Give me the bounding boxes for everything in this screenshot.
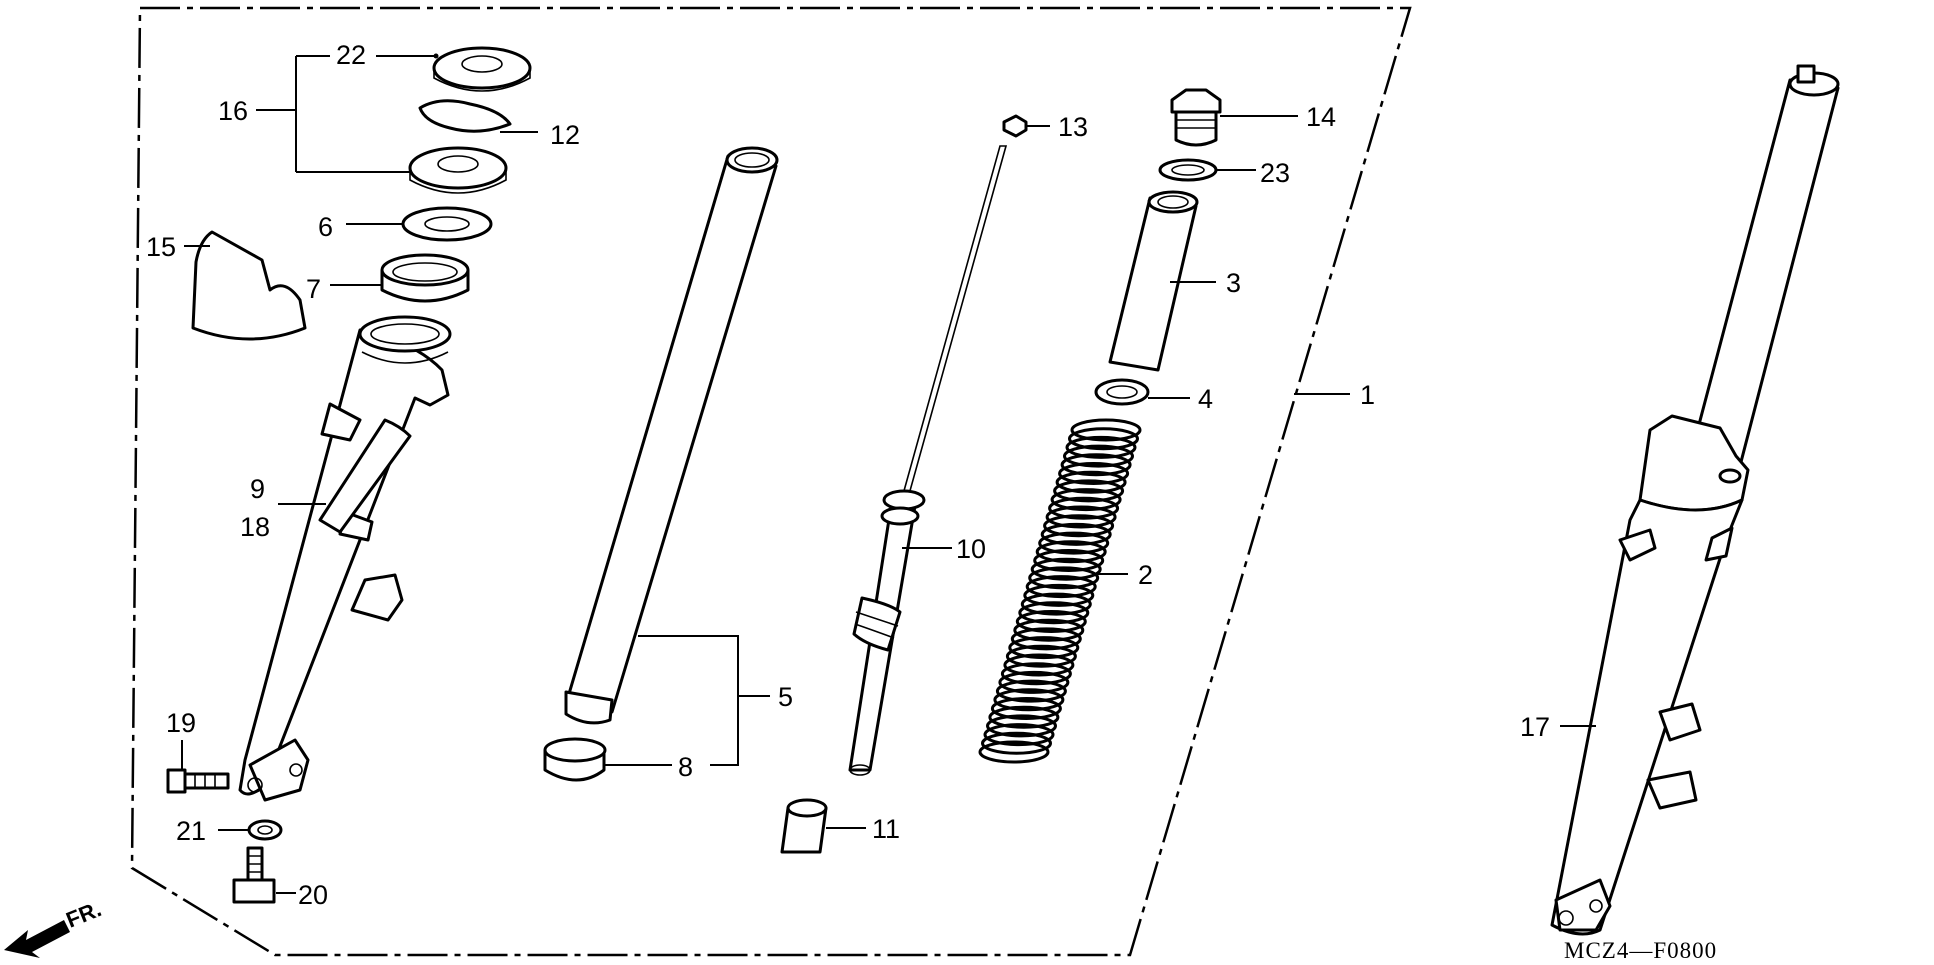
spring-coil xyxy=(1043,514,1115,538)
part-guide-bushing xyxy=(543,737,607,782)
part-oil-seal-lower xyxy=(408,146,508,194)
spring-coil xyxy=(1020,592,1092,616)
spring-coil xyxy=(1065,435,1137,459)
leader-lines xyxy=(181,53,1596,894)
part-bolt-axle xyxy=(166,768,230,794)
part-sealing-washer xyxy=(247,819,283,841)
callout-15: 15 xyxy=(146,232,176,262)
spring-coil xyxy=(990,697,1062,720)
spring-coil xyxy=(1035,540,1107,564)
callout-14: 14 xyxy=(1306,102,1336,132)
spring-coil xyxy=(988,705,1060,729)
callout-2: 2 xyxy=(1138,560,1153,590)
part-fork-protector xyxy=(191,230,307,341)
spring-coil xyxy=(1015,610,1087,633)
callout-17: 17 xyxy=(1520,712,1550,742)
spring-coil xyxy=(981,731,1052,755)
spring-coil xyxy=(1068,427,1139,451)
spring-coil xyxy=(1038,531,1110,555)
spring-coil xyxy=(1025,575,1097,599)
spring-coil xyxy=(1055,470,1127,494)
spring-coil xyxy=(1028,566,1100,590)
part-slider-bushing xyxy=(380,253,470,303)
callout-23: 23 xyxy=(1260,158,1290,188)
spring-coil xyxy=(986,714,1057,738)
part-fork-spring xyxy=(978,418,1142,764)
spring-coil xyxy=(1070,418,1142,442)
part-fork-bolt xyxy=(1170,88,1222,147)
part-o-ring xyxy=(1158,158,1218,182)
spring-coil xyxy=(1013,618,1085,642)
callout-5: 5 xyxy=(778,682,793,712)
callout-12: 12 xyxy=(550,120,580,150)
spring-coil xyxy=(1005,644,1077,668)
spring-coil xyxy=(1010,627,1082,651)
spring-coil xyxy=(978,740,1050,764)
part-oil-seal-upper xyxy=(432,46,532,92)
spring-coil xyxy=(1030,557,1102,581)
part-stop-ring xyxy=(418,99,512,133)
spring-coil xyxy=(998,670,1070,694)
part-fork-assembly-right xyxy=(1550,64,1840,936)
spring-coil xyxy=(1063,444,1134,468)
callout-19: 19 xyxy=(166,708,196,738)
spring-coil xyxy=(1023,583,1095,607)
callout-6: 6 xyxy=(318,212,333,242)
direction-label: FR. xyxy=(63,896,105,932)
part-oil-lock-piece xyxy=(780,798,828,854)
callout-1: 1 xyxy=(1360,380,1375,410)
part-back-up-ring xyxy=(401,206,493,242)
spring-coil xyxy=(1000,662,1072,686)
callout-11: 11 xyxy=(872,814,900,844)
part-socket-bolt xyxy=(232,846,276,904)
callout-20: 20 xyxy=(298,880,328,910)
callout-3: 3 xyxy=(1226,268,1241,298)
callout-13: 13 xyxy=(1058,112,1088,142)
spring-coil xyxy=(1050,488,1122,512)
callout-4: 4 xyxy=(1198,384,1213,414)
callout-18: 18 xyxy=(240,512,270,542)
spring-coil xyxy=(1045,505,1117,529)
spring-coil xyxy=(1003,653,1075,677)
spring-coil xyxy=(1008,636,1080,660)
callout-21: 21 xyxy=(176,816,206,846)
spring-coil xyxy=(995,679,1067,703)
spring-coil xyxy=(1058,462,1130,485)
spring-coil xyxy=(1053,479,1125,503)
spring-coil xyxy=(993,688,1065,712)
callout-16: 16 xyxy=(218,96,248,126)
part-lock-nut xyxy=(1002,114,1028,138)
callout-7: 7 xyxy=(306,274,321,304)
callout-22: 22 xyxy=(336,40,366,70)
spring-coil xyxy=(1018,601,1090,625)
part-fork-pipe xyxy=(564,146,779,725)
spring-coil xyxy=(1048,496,1120,520)
front-direction-arrow: FR. xyxy=(4,896,105,958)
callout-10: 10 xyxy=(956,534,986,564)
callout-labels: 22 16 12 6 7 15 9 18 19 21 20 5 8 13 10 … xyxy=(146,40,1550,910)
callout-9: 9 xyxy=(250,474,265,504)
part-damper-rod xyxy=(848,145,1008,776)
spring-coil xyxy=(1060,453,1132,477)
part-fork-spacer xyxy=(1108,190,1199,372)
drawing-code: MCZ4—F0800 xyxy=(1564,938,1717,963)
part-fork-slider xyxy=(238,315,452,802)
spring-coil xyxy=(1040,522,1112,546)
spring-coil xyxy=(983,723,1055,747)
assembly-boundary xyxy=(130,6,1412,957)
part-spring-seat xyxy=(1094,378,1150,406)
callout-8: 8 xyxy=(678,752,693,782)
spring-coil xyxy=(1033,549,1105,572)
